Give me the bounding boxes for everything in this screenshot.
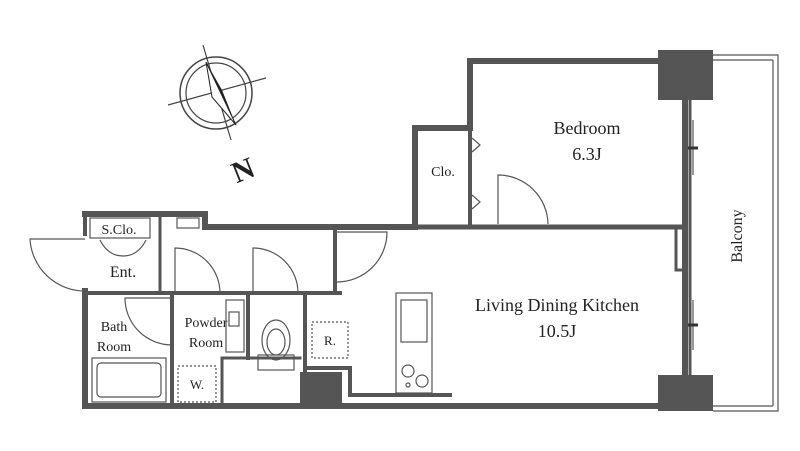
closet-door-lower[interactable] (471, 194, 481, 210)
pillar-top-right (658, 50, 713, 100)
entrance-area: S.Clo. Ent. (29, 217, 200, 292)
toilet-seat (266, 328, 286, 356)
bath-room-label-line2: Room (97, 340, 131, 355)
kitchen-counter (395, 292, 433, 394)
powder-room-label-line2: Room (189, 336, 223, 351)
living-dining-kitchen: Living Dining Kitchen 10.5J (336, 231, 698, 350)
interior-walls (83, 126, 688, 408)
compass: N (167, 44, 267, 190)
powder-room-label-line1: Powder (185, 316, 228, 331)
toilet-room (252, 247, 299, 371)
bath-room-label-line1: Bath (101, 320, 127, 335)
bedroom-door[interactable] (497, 174, 549, 225)
pillars (300, 50, 713, 411)
wall-ldk-step (674, 225, 687, 272)
ldk-door[interactable] (336, 231, 388, 283)
pillar-bottom-center (300, 372, 342, 409)
fridge-box (311, 321, 349, 359)
bathtub (91, 357, 167, 403)
toilet-door[interactable] (252, 247, 299, 294)
washbasin-bowl (228, 311, 240, 327)
washer-space (177, 365, 217, 403)
closet: Clo. (431, 137, 481, 210)
entrance-label: Ent. (110, 264, 136, 281)
shoe-box-mark (176, 217, 200, 229)
powder-room: Powder Room W. (174, 247, 245, 403)
powder-room-door[interactable] (174, 247, 221, 294)
bath-door[interactable] (124, 297, 173, 346)
bath-room: Bath Room (91, 297, 173, 403)
bathtub-inner (96, 362, 162, 398)
balcony-label: Balcony (729, 209, 746, 262)
storage-closet-box (89, 217, 151, 239)
kitchen-sink (400, 299, 428, 343)
compass-needle-light (205, 61, 237, 126)
entrance-front-door[interactable] (29, 238, 86, 292)
washer-label: W. (190, 377, 204, 392)
washbasin (225, 299, 245, 353)
storage-closet-label: S.Clo. (101, 223, 136, 238)
fridge-space: R. (311, 321, 349, 359)
ldk-size: 10.5J (538, 321, 577, 341)
compass-inner-ring (185, 62, 247, 124)
bedroom: Bedroom 6.3J (497, 118, 698, 225)
stove-burner-2 (415, 374, 429, 388)
balcony-railing (713, 54, 779, 412)
compass-north-label: N (227, 151, 260, 190)
pillar-bottom-right (658, 375, 713, 411)
closet-label: Clo. (431, 165, 455, 180)
toilet-bowl (261, 319, 291, 361)
bedroom-name: Bedroom (554, 118, 621, 138)
kitchen (395, 292, 433, 394)
stove-burner-3 (405, 382, 411, 388)
stove-burner-1 (401, 364, 415, 378)
fridge-label: R. (324, 333, 336, 348)
closet-door-upper[interactable] (471, 137, 481, 153)
balcony: Balcony (713, 54, 779, 412)
bedroom-size: 6.3J (572, 144, 602, 164)
storage-closet-door[interactable] (99, 239, 147, 257)
wall-fridge-bottom (303, 366, 452, 397)
outer-wall-main (82, 58, 688, 409)
compass-outer-ring (179, 56, 253, 130)
ldk-name: Living Dining Kitchen (475, 295, 639, 315)
